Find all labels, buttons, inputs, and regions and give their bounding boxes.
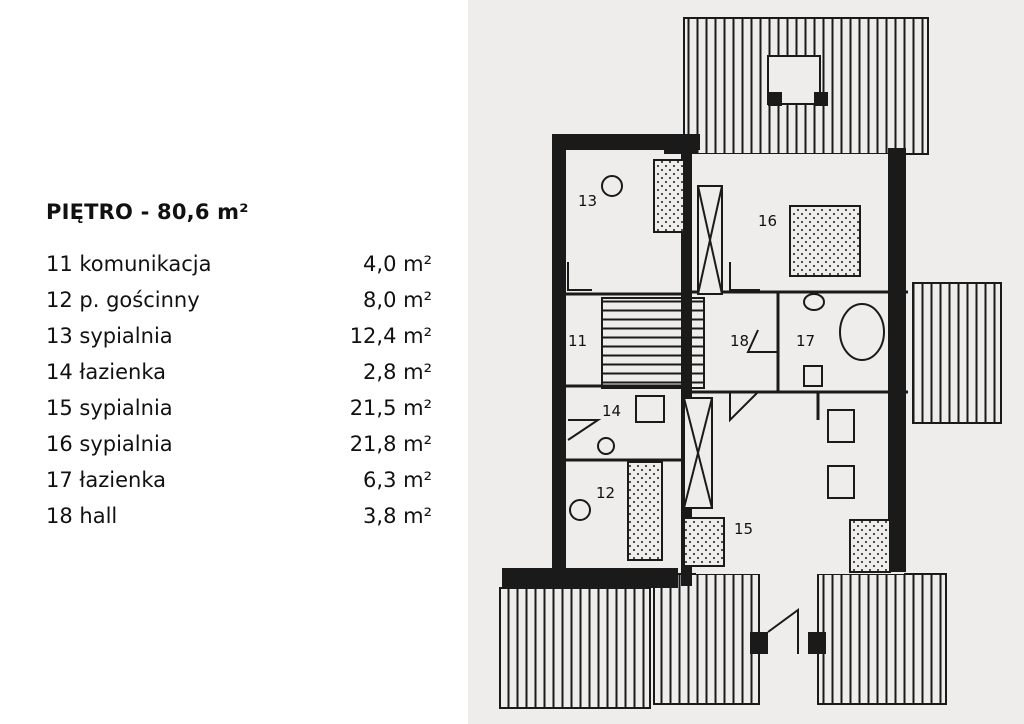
- room-area: 8,0 m²: [363, 288, 432, 312]
- room-name: 17 łazienka: [46, 468, 166, 492]
- room-name: 18 hall: [46, 504, 118, 528]
- door-swings: [567, 262, 799, 654]
- legend-row: 11 komunikacja 4,0 m²: [46, 252, 432, 282]
- floor-plan-drawing: 13 16 11 18 17 14 12 15: [468, 0, 1024, 724]
- legend-row: 12 p. gościnny 8,0 m²: [46, 288, 432, 318]
- room-number-11: 11: [568, 332, 587, 350]
- room-area: 4,0 m²: [363, 252, 432, 276]
- room-name: 13 sypialnia: [46, 324, 173, 348]
- room-area: 21,5 m²: [349, 396, 432, 420]
- room-legend: PIĘTRO - 80,6 m² 11 komunikacja 4,0 m² 1…: [0, 0, 468, 724]
- floor-title: PIĘTRO - 80,6 m²: [46, 200, 249, 224]
- room-area: 3,8 m²: [363, 504, 432, 528]
- floor-plan-photo: 13 16 11 18 17 14 12 15: [468, 0, 1024, 724]
- room-number-15: 15: [734, 520, 753, 538]
- interior-walls: [566, 290, 908, 462]
- walls: [502, 92, 906, 654]
- room-number-14: 14: [602, 402, 621, 420]
- legend-row: 14 łazienka 2,8 m²: [46, 360, 432, 390]
- room-number-12: 12: [596, 484, 615, 502]
- room-number-13: 13: [578, 192, 597, 210]
- legend-row: 17 łazienka 6,3 m²: [46, 468, 432, 498]
- room-area: 21,8 m²: [349, 432, 432, 456]
- room-area: 2,8 m²: [363, 360, 432, 384]
- room-number-18: 18: [730, 332, 749, 350]
- room-name: 14 łazienka: [46, 360, 166, 384]
- room-area: 6,3 m²: [363, 468, 432, 492]
- legend-row: 18 hall 3,8 m²: [46, 504, 432, 534]
- room-number-16: 16: [758, 212, 777, 230]
- room-floors: [562, 138, 904, 574]
- room-name: 15 sypialnia: [46, 396, 173, 420]
- legend-row: 16 sypialnia 21,8 m²: [46, 432, 432, 462]
- room-name: 12 p. gościnny: [46, 288, 200, 312]
- room-name: 11 komunikacja: [46, 252, 212, 276]
- room-name: 16 sypialnia: [46, 432, 173, 456]
- roof-hatching: [499, 17, 1002, 709]
- room-area: 12,4 m²: [349, 324, 432, 348]
- legend-row: 15 sypialnia 21,5 m²: [46, 396, 432, 426]
- room-numbers: 13 16 11 18 17 14 12 15: [568, 192, 815, 538]
- furniture: [569, 159, 891, 573]
- room-number-17: 17: [796, 332, 815, 350]
- legend-row: 13 sypialnia 12,4 m²: [46, 324, 432, 354]
